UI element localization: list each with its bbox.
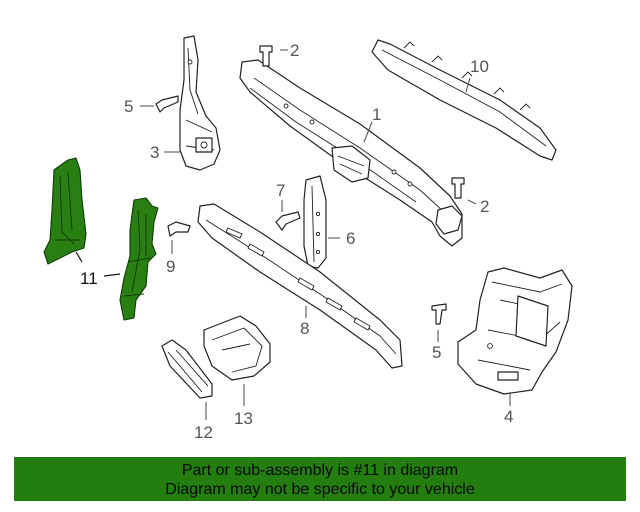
part-2-bolt-top <box>259 45 273 67</box>
callout-11: 11 <box>80 269 98 288</box>
parts-diagram: 1 2 2 3 4 5 5 6 7 8 9 10 11 12 13 <box>43 35 573 442</box>
part-8-lower-tie-bar <box>197 203 403 369</box>
callout-labels: 1 2 2 3 4 5 5 6 7 8 9 10 11 12 13 <box>80 41 513 442</box>
callout-5-left: 5 <box>124 97 133 116</box>
part-4-side-member <box>457 267 573 395</box>
part-5-bolt-right <box>431 303 447 325</box>
callout-8: 8 <box>300 319 309 338</box>
callout-6: 6 <box>346 229 355 248</box>
callout-9: 9 <box>166 257 175 276</box>
callout-10: 10 <box>470 57 489 76</box>
part-9-bolt <box>167 221 191 237</box>
banner-line-2: Diagram may not be specific to your vehi… <box>165 481 475 498</box>
part-10-rail-strip <box>371 39 557 161</box>
callout-1: 1 <box>372 105 381 124</box>
part-2-bolt-right <box>451 177 465 199</box>
part-3-side-bracket <box>179 35 221 171</box>
callout-2-top: 2 <box>290 41 299 60</box>
callout-2-right: 2 <box>480 197 489 216</box>
part-6-center-bracket <box>303 175 327 269</box>
part-7-bolt <box>275 211 301 231</box>
banner-line-1: Part or sub-assembly is #11 in diagram <box>181 462 459 479</box>
info-banner: Part or sub-assembly is #11 in diagram D… <box>14 457 626 501</box>
part-1-upper-tie-bar <box>239 59 463 247</box>
part-11-air-deflector-left <box>43 157 87 265</box>
part-12-deflector <box>161 339 213 399</box>
part-5-bolt-left <box>155 95 179 113</box>
callout-13: 13 <box>234 409 253 428</box>
callout-5-right: 5 <box>432 343 441 362</box>
callout-3: 3 <box>150 143 159 162</box>
callout-leaders <box>75 49 511 420</box>
callout-4: 4 <box>504 407 513 426</box>
callout-12: 12 <box>194 423 213 442</box>
part-11-air-deflector-right <box>119 197 159 321</box>
callout-7: 7 <box>276 181 285 200</box>
part-13-lower-guard <box>203 315 271 381</box>
